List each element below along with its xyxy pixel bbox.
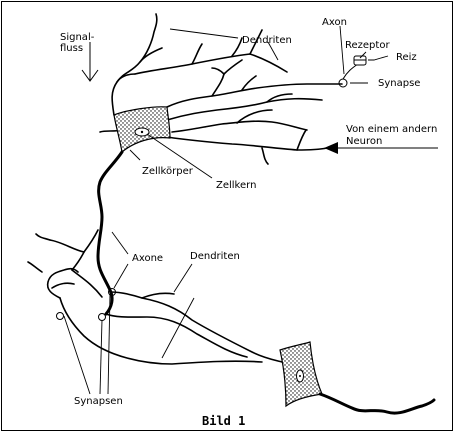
synapse-3 <box>56 312 64 320</box>
upper-cell-body <box>113 106 171 154</box>
synapse-top <box>338 78 348 88</box>
label-zellkoerper: Zellkörper <box>142 166 194 177</box>
label-signalfluss-2: fluss <box>60 43 83 54</box>
synapse-2 <box>98 313 106 321</box>
label-rezeptor: Rezeptor <box>345 40 390 51</box>
label-von-anderem-2: Neuron <box>346 136 382 147</box>
receptor-group <box>338 55 367 88</box>
label-axon: Axon <box>322 17 347 28</box>
figure-frame: Signal- fluss Dendriten Axon Rezeptor Re… <box>1 1 453 431</box>
label-zellkern: Zellkern <box>216 180 256 191</box>
label-signalfluss-1: Signal- <box>60 32 95 43</box>
label-dendriten-top: Dendriten <box>242 35 292 46</box>
lower-axon <box>318 392 436 415</box>
label-reiz: Reiz <box>396 52 417 63</box>
pointer-lines <box>63 25 389 395</box>
caption: Bild 1 <box>202 414 245 428</box>
label-synapsen: Synapsen <box>74 396 123 407</box>
upper-dendrites <box>99 13 343 165</box>
other-neuron-arrow <box>324 142 438 154</box>
lower-synapses <box>56 288 116 321</box>
synapse-1 <box>108 288 116 296</box>
signalfluss-arrow <box>81 42 99 82</box>
lower-cell-body <box>279 341 323 408</box>
label-von-anderem-1: Von einem andern <box>346 124 437 135</box>
lower-dendrites <box>27 229 283 365</box>
neuron-diagram: Signal- fluss Dendriten Axon Rezeptor Re… <box>27 13 438 428</box>
label-synapse: Synapse <box>378 78 420 89</box>
label-dendriten-bottom: Dendriten <box>190 251 240 262</box>
label-axone: Axone <box>132 253 163 264</box>
